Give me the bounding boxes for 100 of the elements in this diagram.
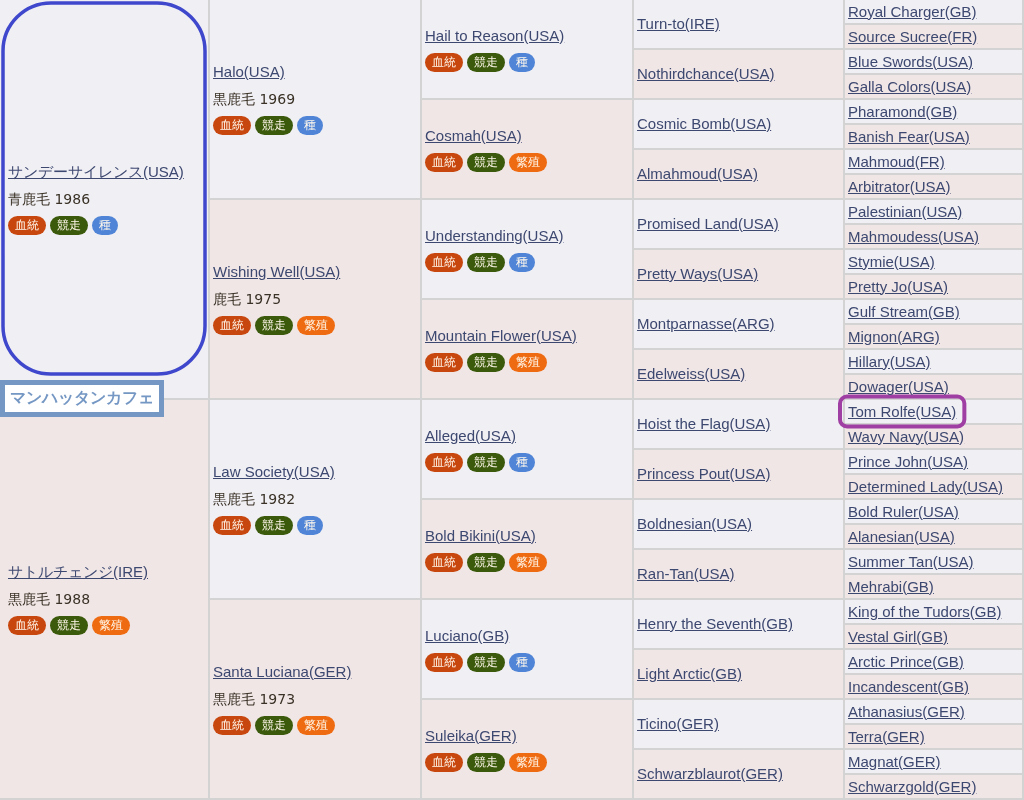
pedigree-cell — [845, 250, 1024, 275]
record-tag: 種 — [297, 116, 323, 135]
pedigree-cell — [845, 275, 1024, 300]
horse-name-link: Schwarzblaurot(GER) — [637, 765, 783, 783]
pedigree-cell — [845, 50, 1024, 75]
pedigree-cell — [845, 700, 1024, 725]
horse-name-link: Tom Rolfe(USA) — [848, 402, 957, 421]
record-tag: 血統 — [8, 216, 46, 235]
record-tag: 血統 — [425, 252, 463, 272]
horse-name-link: Cosmah(USA) — [425, 126, 522, 145]
horse-name-link: Luciano(GB) — [425, 626, 510, 645]
record-tag: 繁殖 — [509, 752, 547, 772]
horse-name-link: Banish Fear(USA) — [848, 127, 970, 146]
record-tag: 種 — [509, 452, 535, 472]
pedigree-cell — [422, 200, 634, 300]
horse-name-link: Light Arctic(GB) — [637, 665, 743, 683]
pedigree-cell — [422, 300, 634, 400]
record-tag: 競走 — [255, 316, 293, 335]
pedigree-cell — [634, 400, 845, 450]
horse-name-link: Source Sucree(FR) — [848, 27, 978, 46]
pedigree-cell — [845, 750, 1024, 775]
record-tag: 競走 — [467, 352, 505, 372]
horse-name-link: Arctic Prince(GB) — [848, 652, 964, 671]
horse-name-link: Turn-to(IRE) — [637, 15, 720, 33]
horse-name-link: Edelweiss(USA) — [637, 365, 746, 383]
record-tag: 競走 — [467, 152, 505, 172]
horse-name-link: Schwarzgold(GER) — [848, 777, 977, 796]
horse-name-link: Pharamond(GB) — [848, 102, 958, 121]
coat-year-text: 黒鹿毛 1982 — [213, 490, 296, 508]
pedigree-cell — [845, 400, 1024, 425]
horse-name-link: Bold Ruler(USA) — [848, 502, 959, 521]
record-tag: 血統 — [425, 752, 463, 772]
horse-name-link: Vestal Girl(GB) — [848, 627, 949, 646]
pedigree-cell — [845, 600, 1024, 625]
horse-name-link: Mehrabi(GB) — [848, 577, 934, 596]
pedigree-cell — [845, 100, 1024, 125]
record-tag: 血統 — [425, 452, 463, 472]
horse-name-link: Almahmoud(USA) — [637, 165, 758, 183]
horse-name-link: Dowager(USA) — [848, 377, 949, 396]
record-tag: 血統 — [213, 716, 251, 735]
record-tag: 競走 — [255, 716, 293, 735]
record-tag: 種 — [92, 216, 118, 235]
horse-name-link: Ran-Tan(USA) — [637, 565, 735, 583]
pedigree-cell — [845, 675, 1024, 700]
record-tag: 種 — [509, 52, 535, 72]
horse-name-link: Palestinian(USA) — [848, 202, 963, 221]
pedigree-cell — [210, 0, 422, 200]
horse-name-link: Hoist the Flag(USA) — [637, 415, 771, 433]
pedigree-cell — [422, 100, 634, 200]
horse-name-link: Stymie(USA) — [848, 252, 935, 271]
record-tag: 繁殖 — [297, 316, 335, 335]
horse-name-link: Gulf Stream(GB) — [848, 302, 960, 321]
coat-year-text: 黒鹿毛 1969 — [213, 90, 296, 108]
coat-year-text: 鹿毛 1975 — [213, 290, 282, 308]
pedigree-cell — [634, 650, 845, 700]
record-tag: 競走 — [467, 652, 505, 672]
pedigree-cell — [845, 200, 1024, 225]
horse-name-link: Pretty Ways(USA) — [637, 265, 759, 283]
horse-name-link: Mountain Flower(USA) — [425, 326, 577, 345]
horse-name-link: Henry the Seventh(GB) — [637, 615, 793, 633]
pedigree-cell — [422, 0, 634, 100]
pedigree-cell — [845, 575, 1024, 600]
horse-name-link: Wavy Navy(USA) — [848, 427, 965, 446]
record-tag: 繁殖 — [509, 352, 547, 372]
record-tag: 繁殖 — [297, 716, 335, 735]
horse-name-label: マンハッタンカフェ — [0, 380, 164, 417]
pedigree-cell — [845, 475, 1024, 500]
pedigree-cell — [634, 450, 845, 500]
record-tag: 繁殖 — [509, 152, 547, 172]
pedigree-cell — [845, 500, 1024, 525]
horse-name-link: Hail to Reason(USA) — [425, 26, 565, 45]
pedigree-cell — [422, 400, 634, 500]
horse-name-link: Royal Charger(GB) — [848, 2, 977, 21]
record-tag: 血統 — [213, 316, 251, 335]
horse-name-link: King of the Tudors(GB) — [848, 602, 1002, 621]
pedigree-cell — [422, 500, 634, 600]
record-tag: 血統 — [425, 352, 463, 372]
pedigree-cell — [845, 25, 1024, 50]
pedigree-cell — [845, 0, 1024, 25]
pedigree-cell — [634, 550, 845, 600]
horse-name-link: Promised Land(USA) — [637, 215, 779, 233]
horse-name-link: Alanesian(USA) — [848, 527, 955, 546]
horse-name-link: Santa Luciana(GER) — [213, 663, 352, 681]
pedigree-cell — [634, 600, 845, 650]
pedigree-cell — [634, 200, 845, 250]
record-tag: 血統 — [8, 616, 46, 635]
pedigree-cell — [845, 650, 1024, 675]
pedigree-cell — [845, 625, 1024, 650]
pedigree-cell — [634, 50, 845, 100]
horse-name-link: Alleged(USA) — [425, 426, 516, 445]
record-tag: 種 — [509, 252, 535, 272]
horse-name-link: Blue Swords(USA) — [848, 52, 974, 71]
pedigree-cell — [634, 300, 845, 350]
pedigree-cell — [634, 500, 845, 550]
horse-name-link: Magnat(GER) — [848, 752, 941, 771]
record-tag: 競走 — [467, 452, 505, 472]
pedigree-cell — [210, 600, 422, 800]
pedigree-cell — [422, 700, 634, 800]
pedigree-cell — [634, 0, 845, 50]
horse-name-link: サトルチェンジ(IRE) — [8, 563, 148, 581]
